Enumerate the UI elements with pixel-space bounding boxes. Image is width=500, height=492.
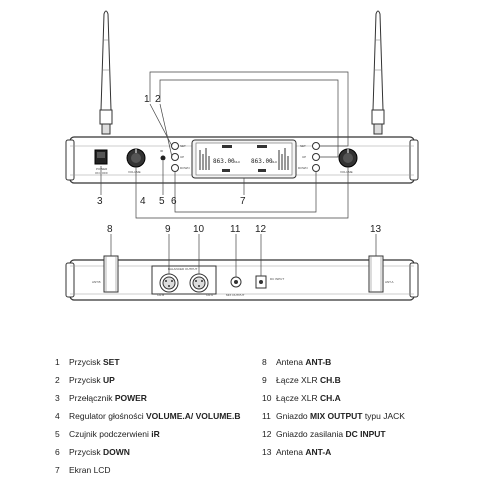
xlr-connectors: BALANCED OUTPUT CH.B CH.A — [151, 265, 217, 297]
ir-label: IR — [160, 149, 164, 153]
callout-3: 3 — [97, 196, 103, 207]
rear-antenna-b: ANT.B — [92, 255, 119, 293]
ant-a-label: ANT.A — [385, 280, 394, 284]
callout-5: 5 — [159, 196, 165, 207]
antenna-right — [371, 10, 385, 135]
lcd-unit-a: MHz — [234, 160, 241, 164]
set-label-right: SET — [300, 144, 306, 148]
set-label-left: SET — [180, 144, 186, 148]
callout-12: 12 — [255, 224, 267, 235]
volume-knob-b: VOLUME — [338, 148, 358, 174]
power-label: POWER — [96, 167, 108, 171]
down-label-right: DOWN — [298, 166, 308, 170]
lcd-unit-b: MHz — [271, 160, 278, 164]
ant-b-label: ANT.B — [92, 280, 101, 284]
antenna-left — [99, 10, 113, 135]
receiver-diagram: POWER ON / OFF VOLUME IR SET UP DOWN — [65, 10, 419, 301]
callout-2: 2 — [155, 94, 161, 105]
up-label-right: UP — [302, 155, 306, 159]
xlr-ch-a-label: CH.A — [206, 293, 213, 297]
lcd-display: 863.00 MHz 863.00 MHz — [191, 139, 297, 179]
callout-9: 9 — [165, 224, 171, 235]
lcd-freq-b: 863.00 — [251, 158, 273, 165]
up-label-left: UP — [180, 155, 184, 159]
xlr-ch-b-label: CH.B — [157, 293, 164, 297]
mix-output-label: MIX OUTPUT — [226, 293, 245, 297]
volume-b-label: VOLUME — [340, 170, 353, 174]
volume-a-label: VOLUME — [128, 170, 141, 174]
rear-antenna-a: ANT.A — [368, 255, 394, 293]
callout-4: 4 — [140, 196, 146, 207]
front-leader-lines — [100, 71, 349, 219]
callout-7: 7 — [240, 196, 246, 207]
rear-leader-lines — [110, 234, 377, 277]
ir-sensor: IR — [160, 149, 166, 161]
lcd-freq-a: 863.00 — [213, 158, 235, 165]
on-off-label: ON / OFF — [95, 171, 108, 175]
buttons-right: SET UP DOWN — [298, 142, 320, 172]
down-label-left: DOWN — [180, 166, 190, 170]
balanced-output-label: BALANCED OUTPUT — [168, 267, 198, 271]
callout-8: 8 — [107, 224, 113, 235]
callout-13: 13 — [370, 224, 382, 235]
power-switch: POWER ON / OFF — [94, 149, 108, 175]
callout-1: 1 — [144, 94, 150, 105]
callout-6: 6 — [171, 196, 177, 207]
dc-input-label: DC INPUT — [270, 277, 284, 281]
buttons-left: SET UP DOWN — [171, 142, 190, 172]
callout-11: 11 — [230, 224, 241, 235]
callout-10: 10 — [193, 224, 205, 235]
